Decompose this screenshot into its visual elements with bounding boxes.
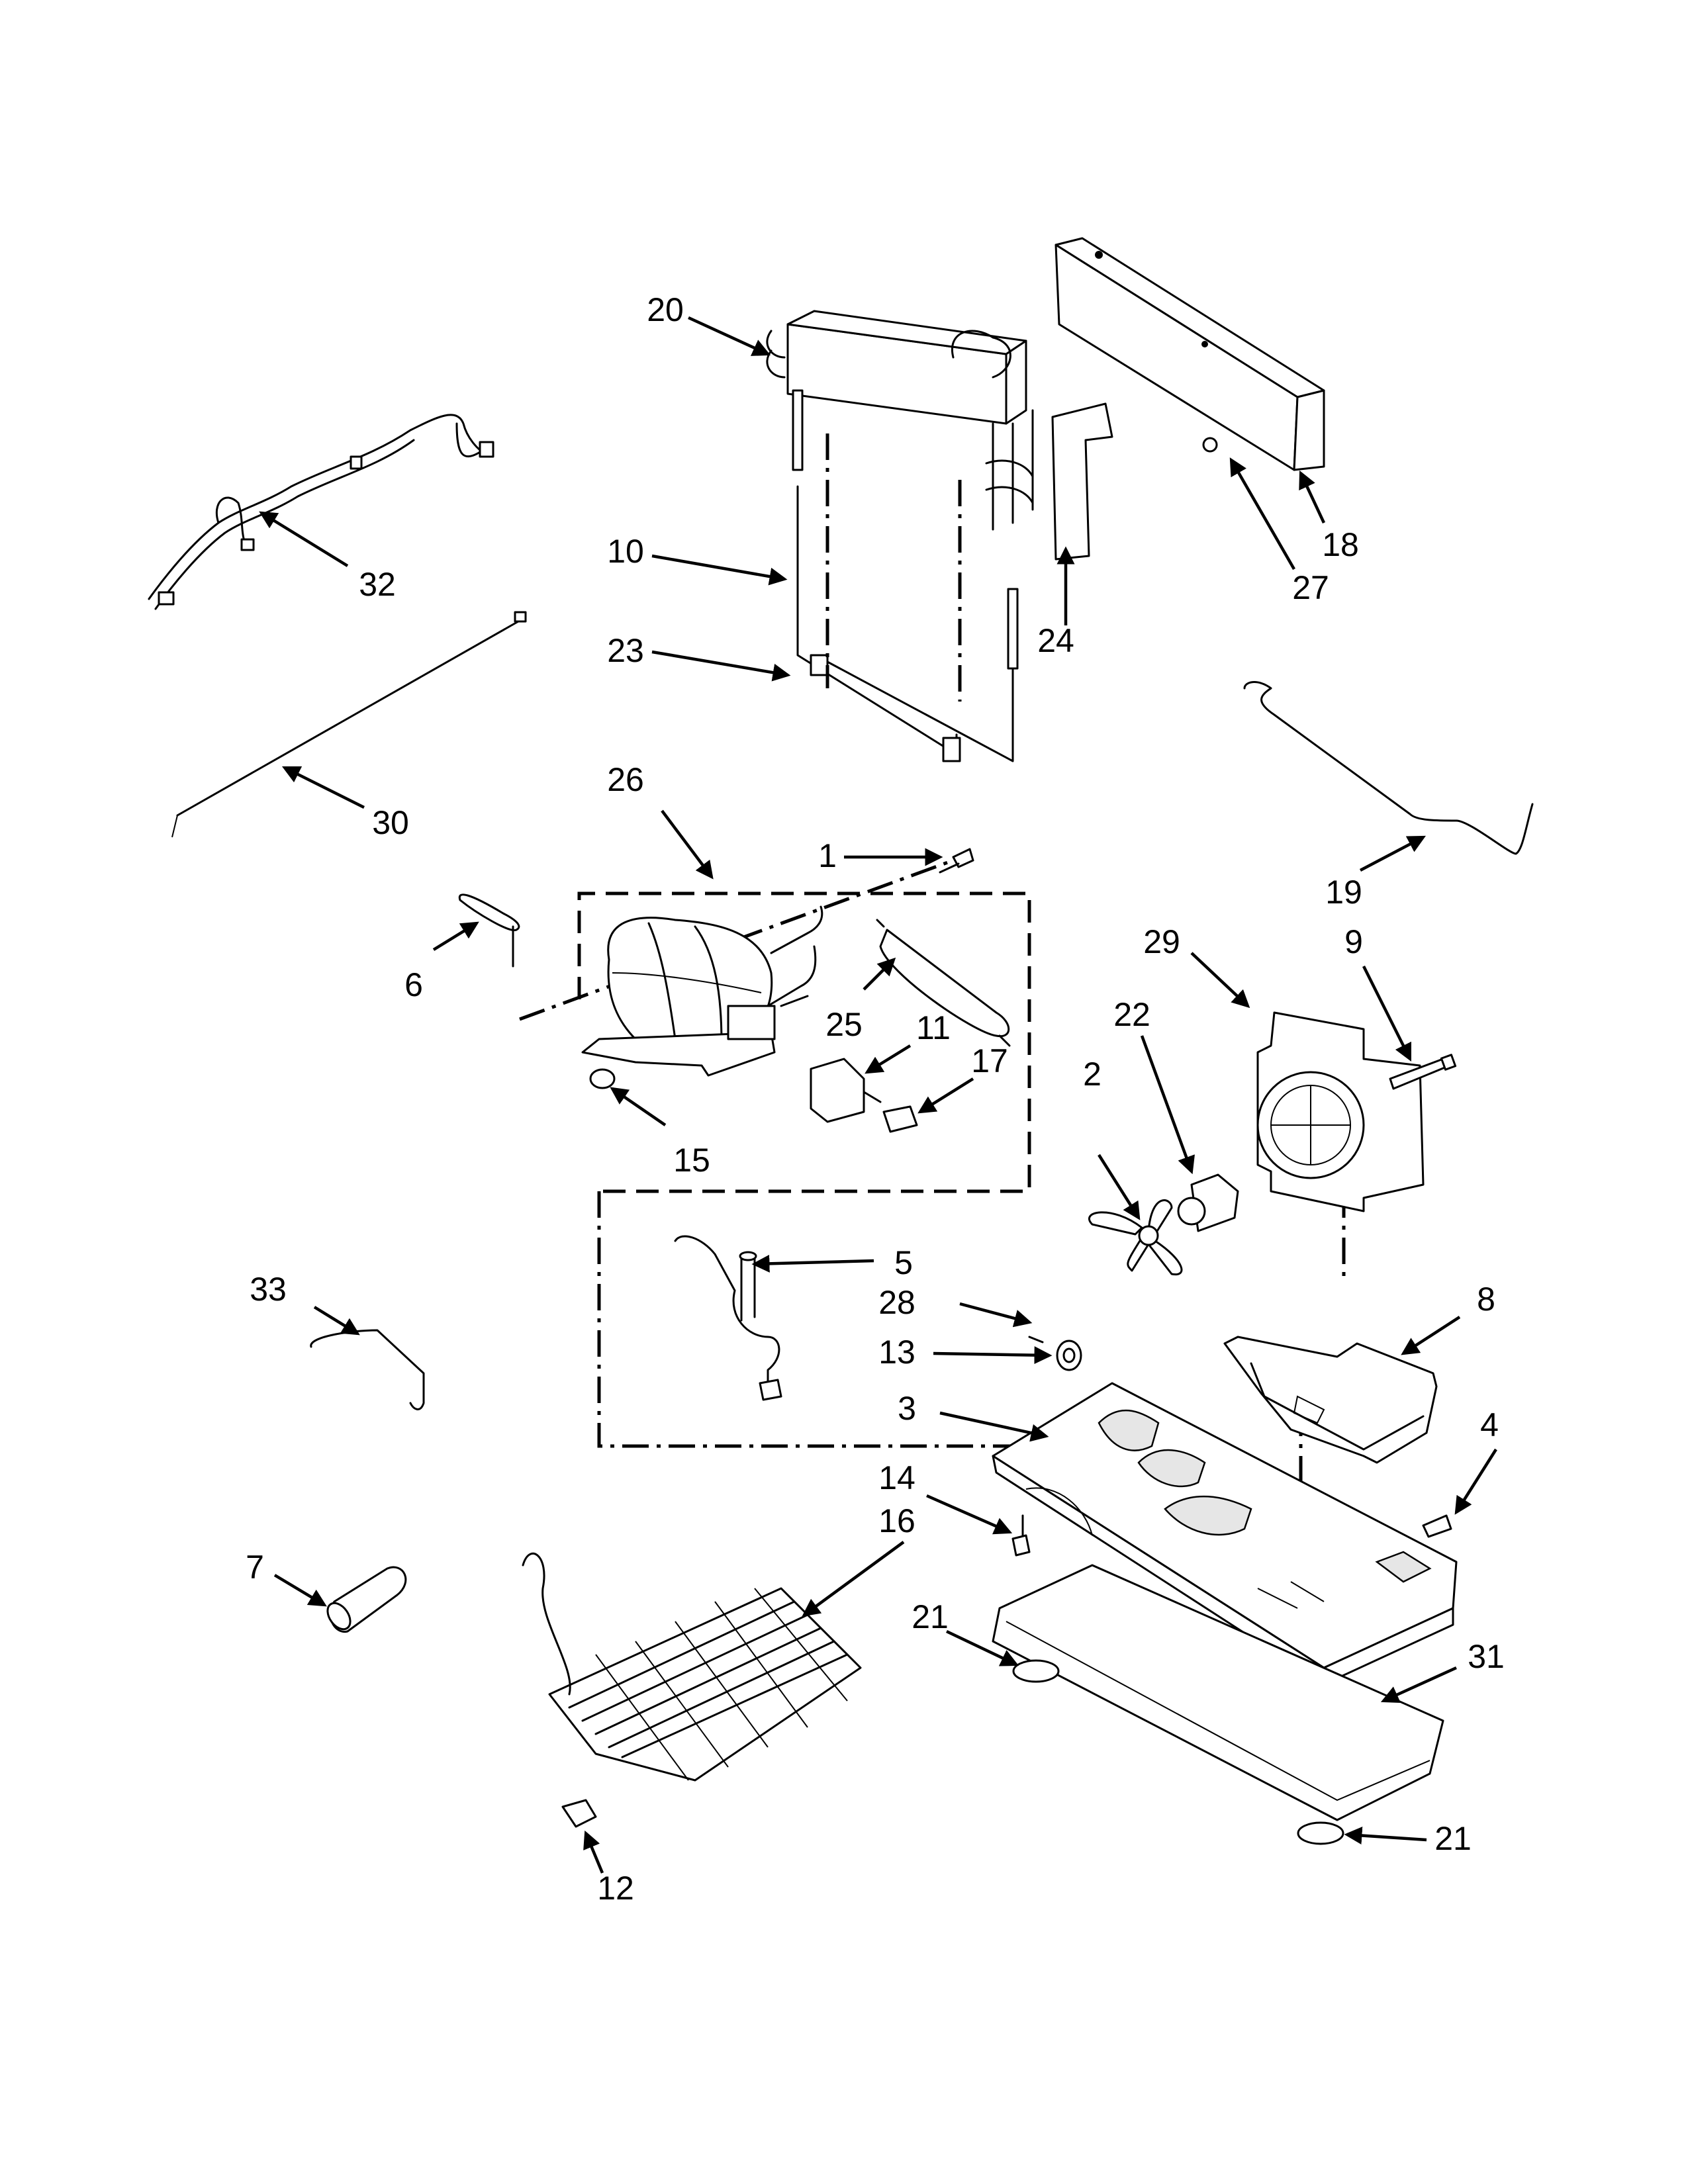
callout-24: 24	[1037, 622, 1074, 659]
bracket-part-24	[1051, 402, 1113, 561]
grommet-part-13	[1056, 1340, 1082, 1371]
screw-part-14	[1011, 1514, 1031, 1557]
callout-16: 16	[878, 1502, 915, 1539]
callout-32: 32	[359, 566, 396, 603]
cover-part-18	[1055, 237, 1325, 471]
callout-31: 31	[1468, 1638, 1505, 1675]
callout-2: 2	[1083, 1056, 1102, 1093]
wire-harness-part	[148, 414, 494, 610]
callout-26: 26	[607, 761, 644, 798]
drain-tube-part	[674, 1235, 782, 1401]
condenser-part	[522, 1552, 862, 1782]
tube-part-19	[1243, 681, 1534, 855]
callout-29: 29	[1143, 923, 1180, 960]
callout-23: 23	[607, 632, 644, 669]
callout-7: 7	[246, 1549, 264, 1586]
capacitor-part-17	[882, 1105, 918, 1133]
heater-part-23	[810, 588, 1019, 762]
callout-21-top: 21	[912, 1598, 949, 1635]
evaporator-part	[766, 310, 1034, 531]
sleeve-part-7	[326, 1566, 407, 1633]
fan-shroud-part	[1256, 1011, 1425, 1212]
callout-11: 11	[916, 1009, 951, 1046]
callout-5: 5	[894, 1244, 913, 1281]
callout-12: 12	[597, 1870, 634, 1907]
clip-part-6	[458, 893, 520, 968]
callout-27: 27	[1292, 569, 1329, 606]
foot-part-21a	[1012, 1659, 1060, 1683]
callout-17: 17	[971, 1042, 1008, 1079]
compressor-part	[581, 905, 823, 1077]
callout-labels: 20 10 23 24 18 27 32 30 26 1 19 6 25 11 …	[246, 291, 1505, 1907]
callout-25: 25	[825, 1006, 863, 1043]
callout-8: 8	[1477, 1281, 1495, 1318]
callout-3: 3	[898, 1390, 916, 1427]
callout-20: 20	[647, 291, 684, 328]
bolt-part-1	[939, 848, 974, 874]
callout-14: 14	[878, 1459, 915, 1496]
callout-33: 33	[250, 1271, 287, 1308]
heater-part-10	[792, 389, 958, 756]
callout-10: 10	[607, 533, 644, 570]
clip-part-33	[310, 1329, 425, 1410]
callout-30: 30	[372, 804, 409, 841]
screw-part-4	[1422, 1514, 1452, 1538]
fan-motor-part-22	[1177, 1173, 1239, 1232]
screw-part-9	[1389, 1054, 1457, 1090]
callout-19: 19	[1325, 874, 1362, 911]
callout-13: 13	[878, 1334, 915, 1371]
base-tray-part	[992, 1382, 1458, 1686]
callout-21-bottom: 21	[1434, 1820, 1472, 1857]
screw-part-27	[1202, 437, 1218, 453]
relay-part-11	[810, 1058, 882, 1123]
callout-6: 6	[404, 966, 423, 1003]
callout-9: 9	[1344, 923, 1363, 960]
leader-lines	[259, 316, 1497, 1874]
callout-22: 22	[1113, 996, 1150, 1033]
pin-part-28	[1028, 1336, 1044, 1343]
callout-4: 4	[1480, 1406, 1499, 1443]
pan-part-31	[992, 1564, 1444, 1821]
callout-1: 1	[818, 837, 837, 874]
tube-part-30	[171, 611, 527, 838]
callout-28: 28	[878, 1284, 915, 1321]
grommet-part-15	[589, 1068, 616, 1089]
bracket-part-8	[1223, 1336, 1438, 1464]
foot-part-21b	[1297, 1821, 1344, 1845]
callout-18: 18	[1322, 526, 1359, 563]
clip-part-12	[561, 1799, 597, 1828]
compressor-group-box	[577, 891, 1031, 1193]
callout-15: 15	[673, 1142, 710, 1179]
